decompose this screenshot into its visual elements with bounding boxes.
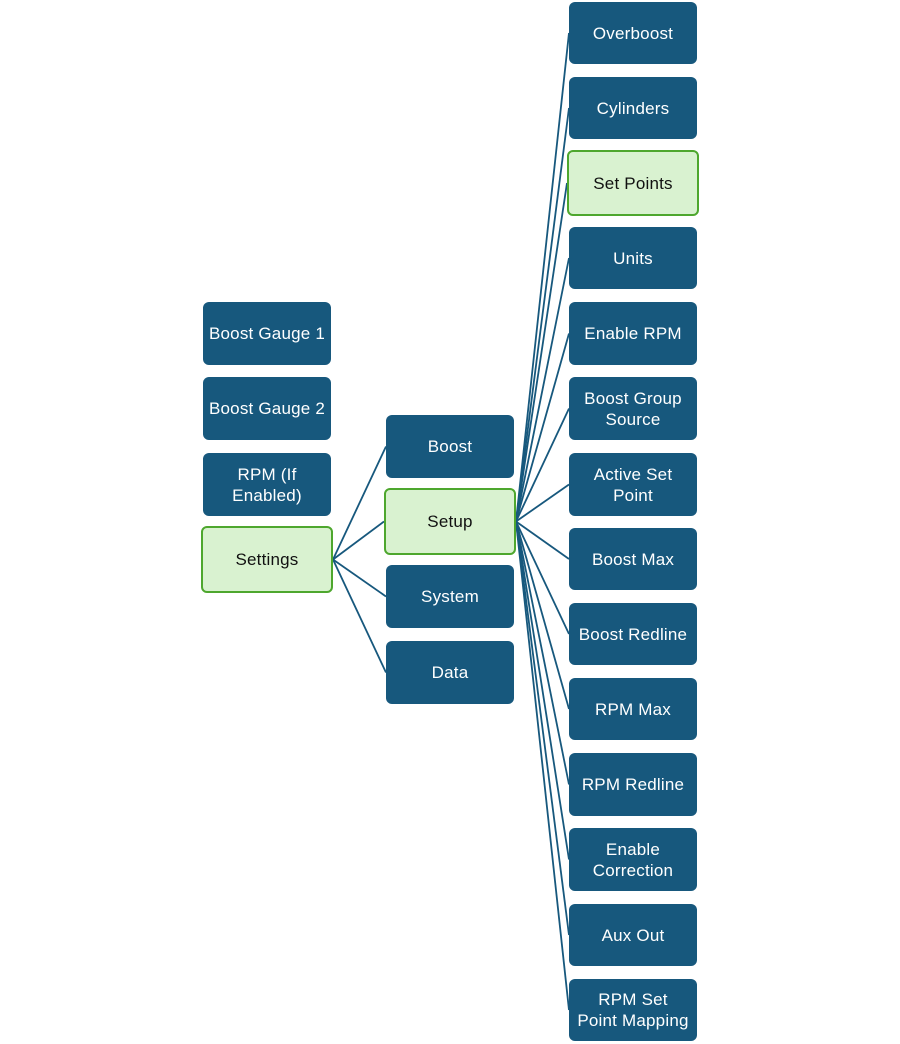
node-label: RPM Max	[594, 699, 672, 719]
connector-line	[515, 182, 568, 522]
node-label: Boost Max	[591, 549, 675, 569]
setup-item-rpm-redline[interactable]: RPM Redline	[569, 753, 697, 816]
connector-line	[515, 521, 570, 785]
settings-item-boost[interactable]: Boost	[386, 415, 514, 478]
connector-line	[515, 521, 570, 1011]
screen-boost-gauge-2[interactable]: Boost Gauge 2	[203, 377, 331, 440]
setup-item-boost-redline[interactable]: Boost Redline	[569, 603, 697, 665]
node-label: Active Set Point	[593, 464, 673, 505]
connector-line	[515, 521, 570, 635]
connector-line	[515, 483, 570, 523]
node-label: Units	[613, 248, 653, 268]
settings-item-data[interactable]: Data	[386, 641, 514, 704]
connector-line	[515, 333, 570, 522]
node-label: Boost Group Source	[584, 388, 682, 429]
setup-item-enable-rpm[interactable]: Enable RPM	[569, 302, 697, 365]
node-label: Setup	[427, 512, 473, 531]
screen-boost-gauge-1[interactable]: Boost Gauge 1	[203, 302, 331, 365]
setup-item-aux-out[interactable]: Aux Out	[569, 904, 697, 966]
node-label: RPM Redline	[581, 775, 685, 794]
node-label: Set Points	[593, 173, 673, 193]
connector-line	[515, 521, 570, 936]
connector-line	[515, 257, 570, 522]
node-label: Enable Correction	[592, 839, 674, 880]
node-label: Cylinders	[596, 98, 670, 118]
setup-item-rpm-max[interactable]: RPM Max	[569, 678, 697, 740]
node-label: RPM Set Point Mapping	[577, 990, 689, 1030]
connector-line	[332, 559, 387, 673]
connector-line	[515, 521, 570, 860]
connector-line	[515, 521, 570, 710]
node-label: Enable RPM	[584, 324, 682, 343]
node-label: System	[421, 587, 479, 606]
settings-item-system[interactable]: System	[386, 565, 514, 628]
screen-settings[interactable]: Settings	[201, 526, 333, 593]
settings-item-setup[interactable]: Setup	[384, 488, 516, 555]
connector-line	[515, 408, 570, 522]
connector-line	[515, 32, 570, 522]
node-label: Overboost	[592, 23, 674, 43]
node-label: Boost Redline	[578, 624, 688, 644]
setup-item-active-set-point[interactable]: Active Set Point	[569, 453, 697, 516]
node-label: Boost Gauge 2	[208, 399, 325, 418]
setup-item-boost-max[interactable]: Boost Max	[569, 528, 697, 590]
setup-item-units[interactable]: Units	[569, 227, 697, 289]
node-label: Data	[431, 663, 469, 682]
setup-item-enable-correction[interactable]: Enable Correction	[569, 828, 697, 891]
node-label: Settings	[235, 550, 299, 569]
setup-item-boost-group-source[interactable]: Boost Group Source	[569, 377, 697, 440]
connector-line	[332, 446, 387, 560]
screen-rpm[interactable]: RPM (If Enabled)	[203, 453, 331, 516]
connector-line	[332, 520, 385, 561]
node-label: Boost Gauge 1	[208, 324, 325, 343]
connector-line	[515, 520, 570, 560]
connector-line	[332, 558, 387, 598]
node-label: RPM (If Enabled)	[232, 464, 302, 505]
setup-item-cylinders[interactable]: Cylinders	[569, 77, 697, 139]
setup-item-set-points[interactable]: Set Points	[567, 150, 699, 216]
setup-item-rpm-set-point-mapping[interactable]: RPM Set Point Mapping	[569, 979, 697, 1041]
setup-item-overboost[interactable]: Overboost	[569, 2, 697, 64]
node-label: Boost	[427, 437, 473, 456]
connector-line	[515, 107, 570, 522]
node-label: Aux Out	[601, 925, 665, 945]
